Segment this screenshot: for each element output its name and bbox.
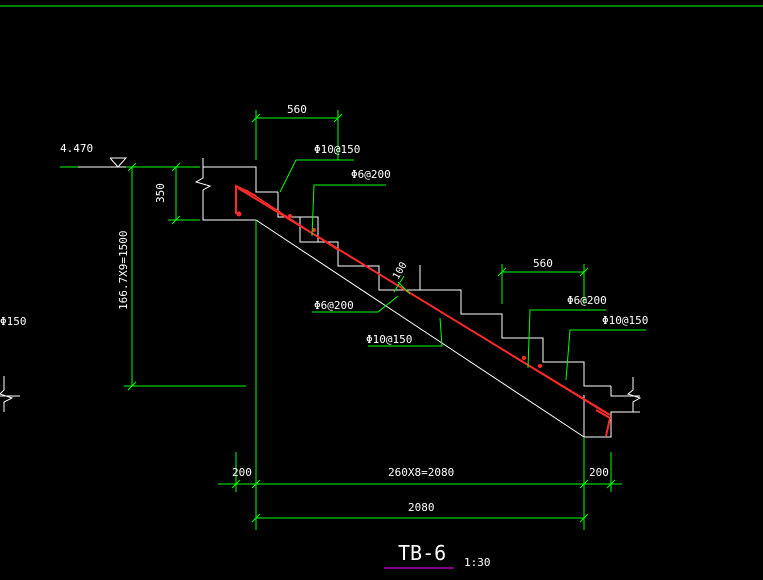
stair-outline (194, 158, 642, 438)
rebar-right-main-label: Φ10@150 (602, 314, 648, 327)
bottom-hook (595, 409, 612, 437)
dim-bottom-right-label: 200 (589, 466, 609, 479)
left-edge-fragment (0, 376, 20, 412)
level-mark-label: 4.470 (60, 142, 93, 155)
edge-left-label: Φ150 (0, 315, 27, 328)
rebar-right-dist-label: Φ6@200 (567, 294, 607, 307)
dim-vertical-label: 166.7X9=1500 (117, 231, 130, 310)
rebar-top-dist-label: Φ6@200 (351, 168, 391, 181)
dim-right-upper-label: 560 (533, 257, 553, 270)
rebar-top-main-label: Φ10@150 (314, 143, 360, 156)
dim-top-left-label: 560 (287, 103, 307, 116)
rebar-mid-dist-label: Φ6@200 (314, 299, 354, 312)
bottom-neg-rebar (499, 347, 605, 413)
dim-bottom-left-label: 200 (232, 466, 252, 479)
drawing-scale: 1:30 (464, 556, 491, 569)
dimension-lines (60, 110, 646, 530)
rebar-dots (236, 211, 542, 368)
dim-total-label: 2080 (408, 501, 435, 514)
dim-bottom-middle-label: 260X8=2080 (388, 466, 454, 479)
rebar-group (235, 184, 612, 437)
dim-slab-thickness-label: 100 (391, 260, 410, 281)
drawing-title: TB-6 (398, 541, 446, 565)
level-triangle (109, 157, 128, 168)
dim-350-label: 350 (154, 183, 167, 203)
top-neg-rebar (245, 189, 339, 251)
rebar-mid-main-label: Φ10@150 (366, 333, 412, 346)
